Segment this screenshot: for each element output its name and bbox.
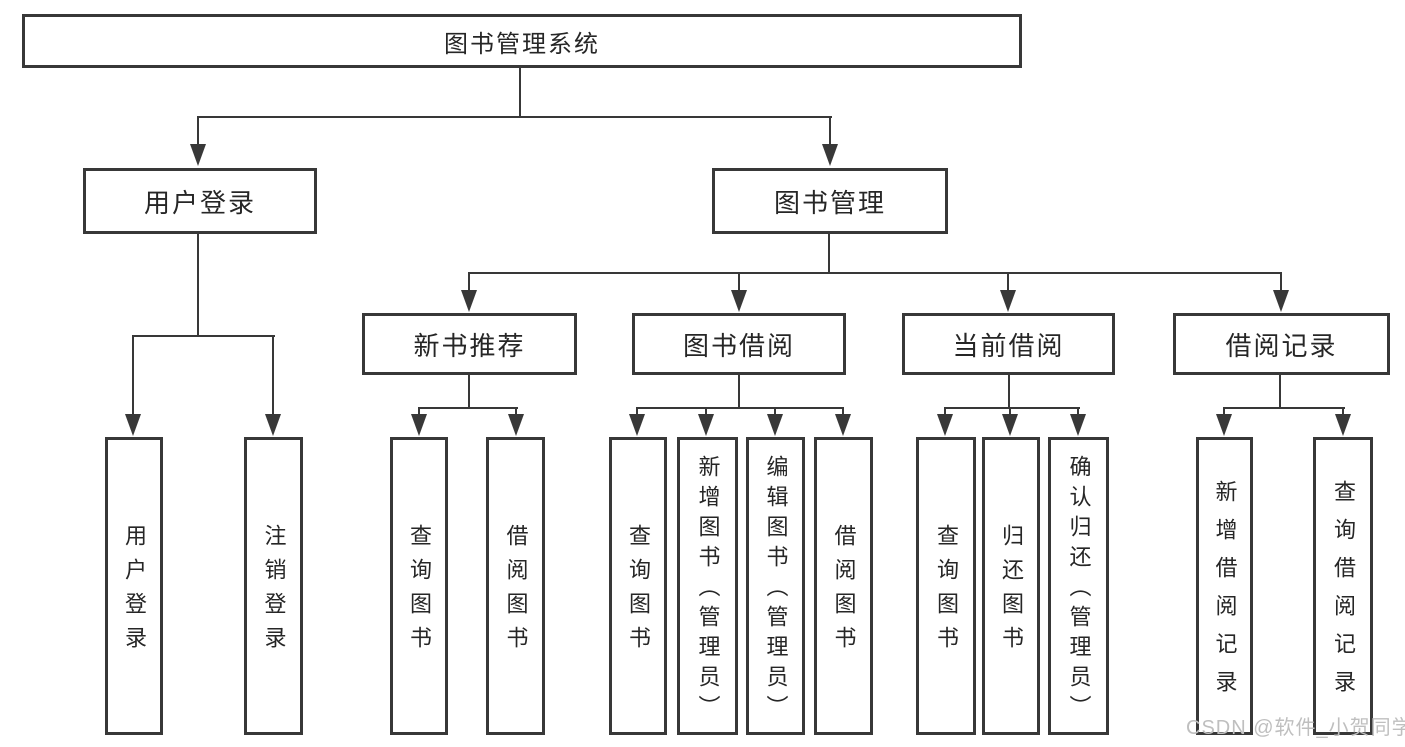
leaf-cb-return-books-label: 归还图书 bbox=[999, 524, 1024, 660]
csdn-watermark: CSDN @软件_小贺同学 bbox=[1186, 717, 1405, 739]
connector-borrow-record-rail bbox=[1223, 407, 1345, 409]
leaf-nb-query-books: 查询图书 bbox=[390, 437, 448, 735]
connector-current-borrow-rail bbox=[944, 407, 1080, 409]
leaf-bb-borrow-books: 借阅图书 bbox=[814, 437, 873, 735]
arrow-to-book-borrow bbox=[731, 272, 747, 312]
leaf-bb-add-books-label: 新增图书（管理员） bbox=[695, 455, 721, 725]
leaf-bb-borrow-books-label: 借阅图书 bbox=[831, 524, 857, 660]
leaf-bb-query-books: 查询图书 bbox=[609, 437, 667, 735]
node-book-borrow: 图书借阅 bbox=[632, 313, 846, 375]
node-book-management: 图书管理 bbox=[712, 168, 948, 234]
leaf-br-query-record: 查询借阅记录 bbox=[1313, 437, 1373, 735]
connector-current-borrow-stub bbox=[1008, 375, 1010, 409]
connector-borrow-record-stub bbox=[1279, 375, 1281, 409]
connector-book-borrow-stub bbox=[738, 375, 740, 409]
node-current-borrow: 当前借阅 bbox=[902, 313, 1115, 375]
connector-root-stub bbox=[519, 68, 521, 118]
leaf-cb-query-books-label: 查询图书 bbox=[934, 524, 959, 660]
arrow-to-current-borrow bbox=[1000, 272, 1016, 312]
node-user-login: 用户登录 bbox=[83, 168, 317, 234]
arrow-cb-query-books bbox=[937, 408, 953, 436]
arrow-cb-confirm-return bbox=[1070, 408, 1086, 436]
arrow-to-borrow-record bbox=[1273, 272, 1289, 312]
leaf-bb-edit-books-label: 编辑图书（管理员） bbox=[763, 455, 789, 725]
connector-book-borrow-rail bbox=[636, 407, 844, 409]
leaf-user-login: 用户登录 bbox=[105, 437, 163, 735]
node-new-book-rec: 新书推荐 bbox=[362, 313, 577, 375]
arrow-to-login-leaf bbox=[125, 335, 141, 436]
leaf-cb-confirm-return-label: 确认归还（管理员） bbox=[1066, 455, 1092, 725]
arrow-to-new-book-rec bbox=[461, 272, 477, 312]
leaf-cb-return-books: 归还图书 bbox=[982, 437, 1040, 735]
arrow-to-user-login bbox=[190, 116, 206, 166]
node-root-label: 图书管理系统 bbox=[444, 30, 600, 58]
leaf-br-query-record-label: 查询借阅记录 bbox=[1331, 480, 1356, 708]
arrow-br-add-record bbox=[1216, 408, 1232, 436]
node-root: 图书管理系统 bbox=[22, 14, 1022, 68]
leaf-logout-label: 注销登录 bbox=[261, 524, 287, 660]
node-borrow-record: 借阅记录 bbox=[1173, 313, 1390, 375]
leaf-br-add-record: 新增借阅记录 bbox=[1196, 437, 1253, 735]
arrow-nb-borrow-books bbox=[508, 408, 524, 436]
arrow-bb-borrow-books bbox=[835, 408, 851, 436]
node-book-management-label: 图书管理 bbox=[773, 187, 886, 218]
arrow-to-book-management bbox=[822, 116, 838, 166]
leaf-bb-query-books-label: 查询图书 bbox=[626, 524, 651, 660]
node-new-book-rec-label: 新书推荐 bbox=[413, 330, 526, 361]
arrow-to-logout-leaf bbox=[265, 335, 281, 436]
arrow-bb-add-books bbox=[698, 408, 714, 436]
node-current-borrow-label: 当前借阅 bbox=[952, 330, 1065, 361]
connector-level3-rail bbox=[468, 272, 1282, 274]
leaf-cb-query-books: 查询图书 bbox=[916, 437, 976, 735]
leaf-cb-confirm-return: 确认归还（管理员） bbox=[1048, 437, 1109, 735]
leaf-bb-edit-books: 编辑图书（管理员） bbox=[746, 437, 805, 735]
node-borrow-record-label: 借阅记录 bbox=[1225, 330, 1338, 361]
connector-user-login-rail bbox=[132, 335, 275, 337]
arrow-bb-query-books bbox=[629, 408, 645, 436]
connector-book-management-stub bbox=[828, 234, 830, 274]
arrow-cb-return-books bbox=[1002, 408, 1018, 436]
connector-new-book-rail bbox=[418, 407, 518, 409]
leaf-br-add-record-label: 新增借阅记录 bbox=[1212, 480, 1238, 708]
connector-level2-rail bbox=[197, 116, 832, 118]
connector-user-login-stub bbox=[197, 234, 199, 337]
connector-new-book-stub bbox=[468, 375, 470, 409]
arrow-bb-edit-books bbox=[767, 408, 783, 436]
leaf-nb-borrow-books-label: 借阅图书 bbox=[503, 524, 529, 660]
leaf-logout: 注销登录 bbox=[244, 437, 303, 735]
leaf-nb-borrow-books: 借阅图书 bbox=[486, 437, 545, 735]
node-user-login-label: 用户登录 bbox=[143, 187, 256, 218]
arrow-nb-query-books bbox=[411, 408, 427, 436]
leaf-bb-add-books: 新增图书（管理员） bbox=[677, 437, 738, 735]
leaf-user-login-label: 用户登录 bbox=[122, 524, 147, 660]
leaf-nb-query-books-label: 查询图书 bbox=[407, 524, 432, 660]
node-book-borrow-label: 图书借阅 bbox=[682, 330, 795, 361]
arrow-br-query-record bbox=[1335, 408, 1351, 436]
